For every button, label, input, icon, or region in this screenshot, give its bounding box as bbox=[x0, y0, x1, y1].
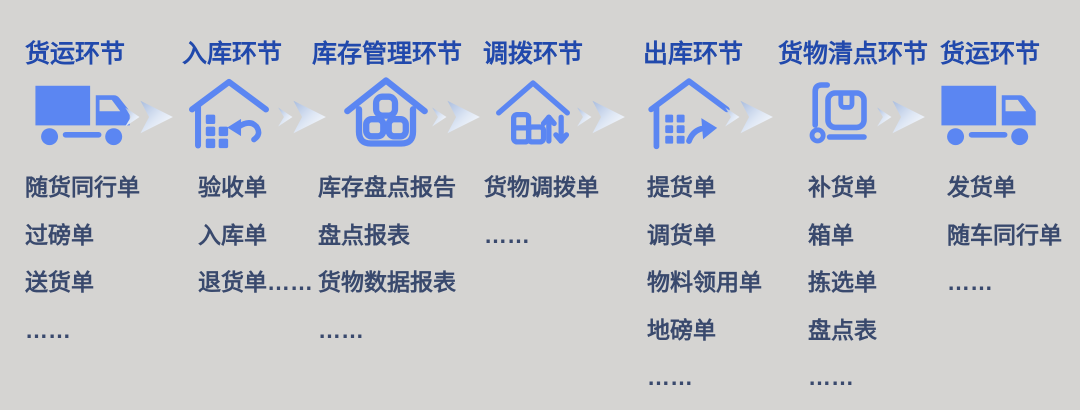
truck-icon bbox=[940, 82, 1056, 148]
doc-item: 提货单 bbox=[647, 174, 716, 200]
doc-item: 发货单 bbox=[947, 174, 1016, 200]
doc-item: 箱单 bbox=[808, 221, 854, 248]
doc-list: 验收单 入库单 退货单…… bbox=[198, 164, 313, 307]
doc-item: 物料领用单 bbox=[647, 269, 762, 295]
doc-item: …… bbox=[25, 316, 71, 343]
stage-title: 库存管理环节 bbox=[312, 40, 463, 68]
doc-list: 发货单 随车同行单 …… bbox=[947, 164, 1062, 307]
doc-list: 库存盘点报告 盘点报表 货物数据报表 …… bbox=[318, 164, 456, 354]
doc-list: 随货同行单 过磅单 送货单 …… bbox=[25, 164, 140, 354]
flow-arrow-icon bbox=[724, 96, 776, 138]
stage-title: 货运环节 bbox=[25, 40, 126, 68]
doc-item: …… bbox=[808, 364, 854, 390]
flow-arrow-icon bbox=[431, 96, 483, 138]
flow-arrow-icon bbox=[576, 96, 628, 138]
flow-arrow-icon bbox=[876, 96, 928, 138]
stage-title: 货运环节 bbox=[940, 40, 1041, 68]
doc-item: 送货单 bbox=[25, 269, 94, 295]
doc-item: 货物调拨单 bbox=[484, 174, 599, 200]
doc-item: 盘点表 bbox=[808, 316, 877, 343]
warehouse-inventory-icon bbox=[341, 72, 431, 152]
warehouse-dispatch-icon bbox=[645, 72, 733, 152]
flow-arrow-icon bbox=[277, 96, 329, 138]
hand-truck-icon bbox=[800, 74, 880, 152]
stage-title: 调拨环节 bbox=[483, 40, 584, 68]
doc-item: 拣选单 bbox=[808, 269, 877, 295]
doc-item: 调货单 bbox=[647, 221, 716, 248]
doc-item: 货物数据报表 bbox=[318, 269, 456, 295]
doc-list: 货物调拨单 …… bbox=[484, 164, 599, 259]
doc-list: 提货单 调货单 物料领用单 地磅单 …… bbox=[647, 164, 762, 402]
doc-item: …… bbox=[947, 269, 993, 295]
doc-item: 补货单 bbox=[808, 174, 877, 200]
doc-item: 过磅单 bbox=[25, 221, 94, 248]
doc-item: 地磅单 bbox=[647, 316, 716, 343]
transfer-icon bbox=[489, 72, 577, 152]
doc-list: 补货单 箱单 拣选单 盘点表 …… bbox=[808, 164, 877, 402]
doc-item: 验收单 bbox=[198, 174, 267, 200]
flow-arrow-icon bbox=[124, 96, 176, 138]
warehouse-receive-icon bbox=[186, 72, 272, 152]
doc-item: 入库单 bbox=[198, 221, 267, 248]
doc-item: …… bbox=[647, 364, 693, 390]
doc-item: 退货单…… bbox=[198, 269, 313, 295]
doc-item: 随车同行单 bbox=[947, 221, 1062, 248]
doc-item: 库存盘点报告 bbox=[318, 174, 456, 200]
truck-icon bbox=[33, 82, 151, 148]
doc-item: 盘点报表 bbox=[318, 221, 410, 248]
doc-item: …… bbox=[484, 221, 530, 248]
doc-item: 随货同行单 bbox=[25, 174, 140, 200]
doc-item: …… bbox=[318, 316, 364, 343]
stage-title: 货物清点环节 bbox=[778, 40, 929, 68]
stage-title: 出库环节 bbox=[643, 40, 744, 68]
stage-title: 入库环节 bbox=[182, 40, 283, 68]
